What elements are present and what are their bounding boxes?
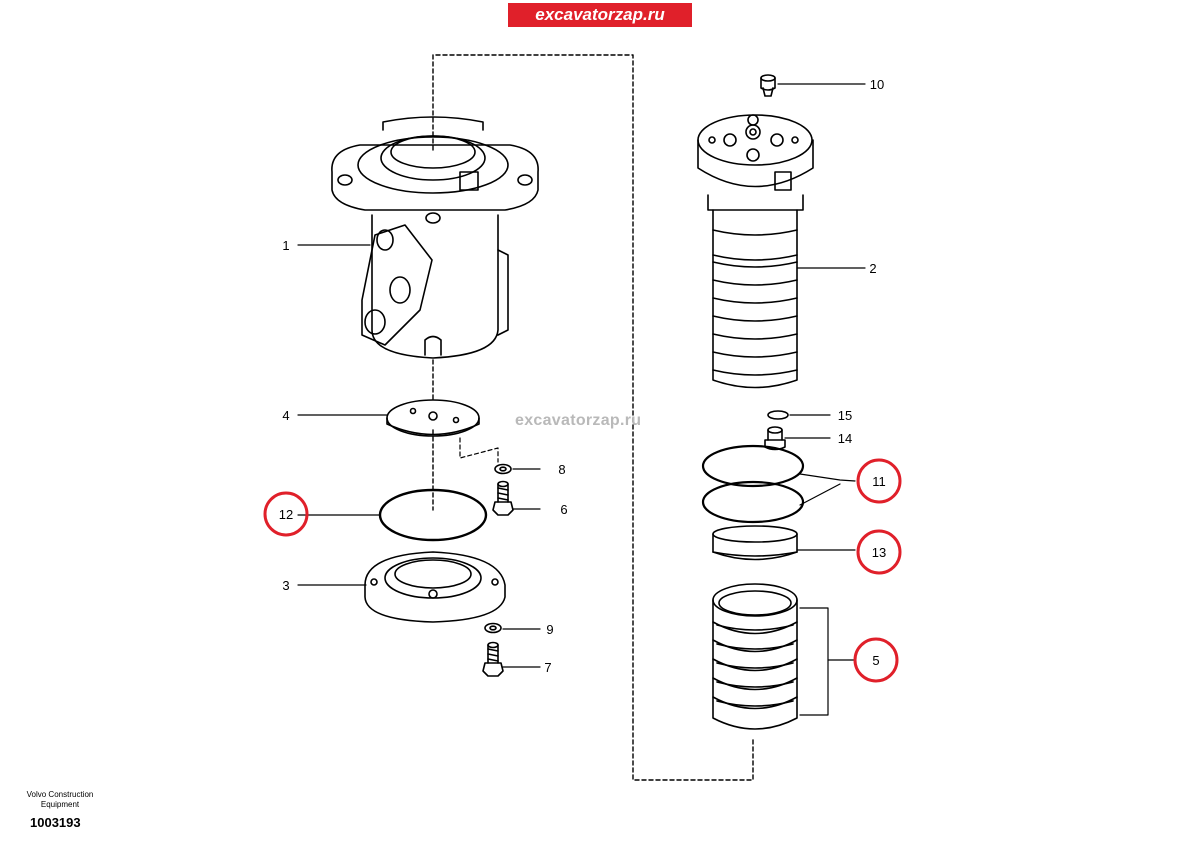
highlight-circle-12 [263, 491, 309, 537]
seal-stack-part-5 [712, 583, 798, 730]
washer-part-9 [484, 622, 502, 634]
callout-4[interactable]: 4 [282, 408, 289, 423]
callout-1[interactable]: 1 [282, 238, 289, 253]
filter-housing-part-1 [331, 116, 539, 359]
filter-element-part-2 [697, 114, 814, 389]
callout-5[interactable]: 5 [872, 653, 879, 668]
site-label-badge[interactable]: excavatorzap.ru [508, 3, 692, 27]
highlight-circle-5 [853, 637, 899, 683]
callout-10[interactable]: 10 [870, 77, 884, 92]
callout-labels: 1 2 3 4 5 6 7 8 9 10 11 12 13 14 15 [279, 77, 886, 675]
plug-part-10 [760, 74, 776, 97]
washer-part-8 [494, 463, 512, 475]
callout-9[interactable]: 9 [546, 622, 553, 637]
bolt-path-dashed [459, 437, 499, 463]
highlight-circle-13 [856, 529, 902, 575]
callout-7[interactable]: 7 [544, 660, 551, 675]
bottom-cover-part-3 [364, 551, 506, 623]
leader-lines [297, 83, 866, 716]
callout-14[interactable]: 14 [838, 431, 852, 446]
bolt-part-6 [492, 480, 514, 516]
o-ring-part-15 [767, 410, 789, 420]
callout-13[interactable]: 13 [872, 545, 886, 560]
backup-rings-part-11 [701, 444, 805, 524]
highlight-circle-11 [856, 458, 902, 504]
callout-8[interactable]: 8 [558, 462, 565, 477]
callout-15[interactable]: 15 [838, 408, 852, 423]
plate-part-4 [386, 399, 480, 437]
callout-6[interactable]: 6 [560, 502, 567, 517]
ring-part-13 [712, 525, 798, 561]
callout-12[interactable]: 12 [279, 507, 293, 522]
manufacturer-line-1: Volvo Construction [26, 790, 94, 799]
callout-11[interactable]: 11 [872, 474, 886, 489]
highlight-marks [263, 458, 902, 683]
drawing-number: 1003193 [30, 815, 81, 830]
bolt-part-7 [482, 641, 504, 677]
callout-2[interactable]: 2 [869, 261, 876, 276]
assembly-path-dashed [432, 54, 754, 781]
callout-3[interactable]: 3 [282, 578, 289, 593]
manufacturer-line-2: Equipment [40, 800, 80, 809]
manufacturer-label: Volvo Construction Equipment [8, 790, 112, 810]
watermark-text: excavatorzap.ru [515, 412, 642, 429]
